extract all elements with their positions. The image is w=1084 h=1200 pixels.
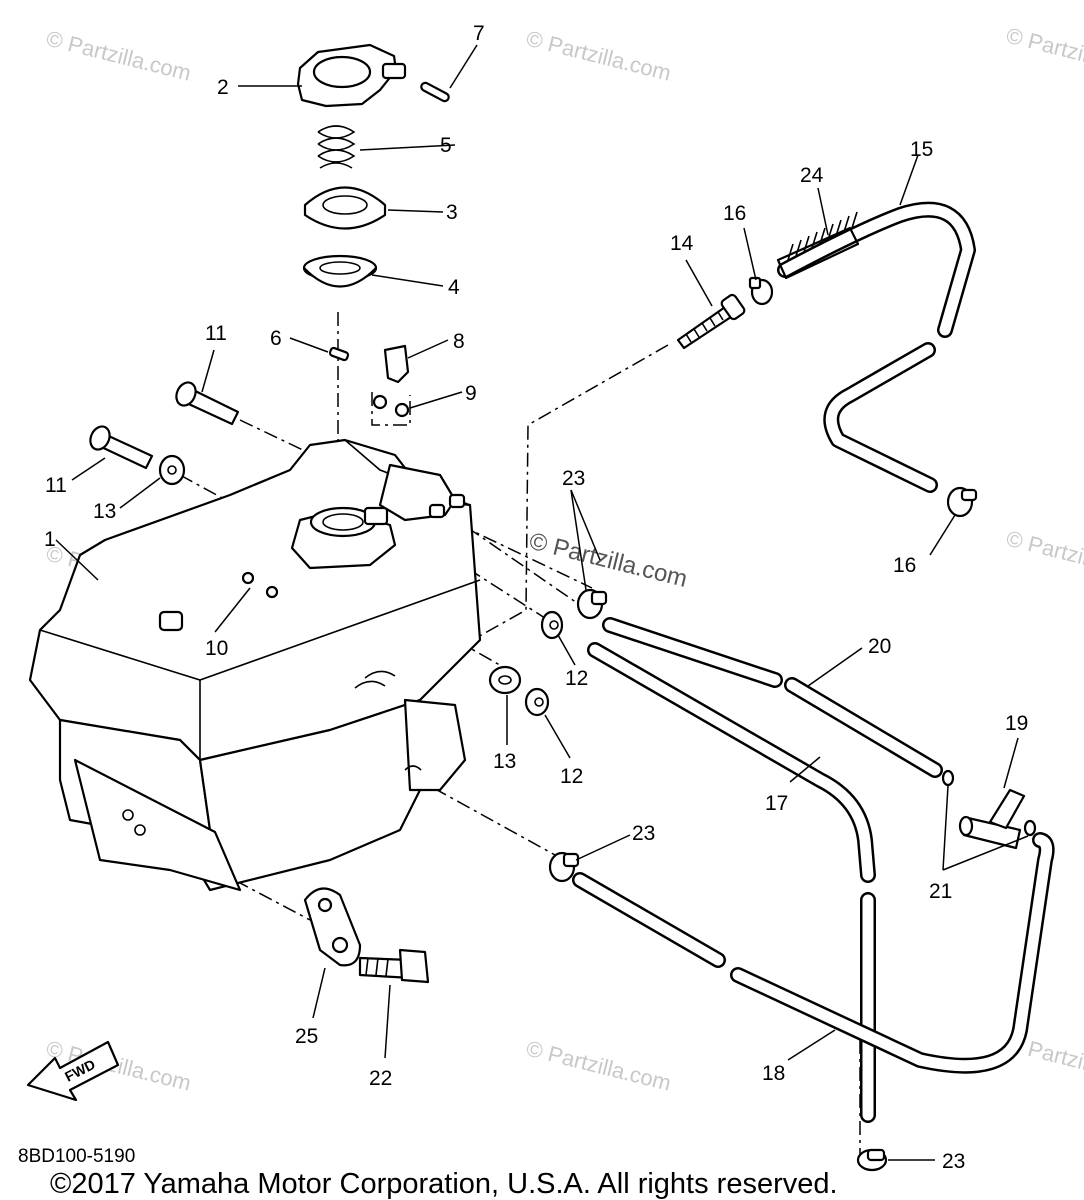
- bracket: [383, 344, 410, 384]
- mount-bracket: [303, 887, 430, 984]
- callout-5: 5: [440, 134, 452, 157]
- bolt-14: [676, 293, 746, 350]
- grommet-13-upper: [158, 454, 186, 486]
- callout-23-upper: 23: [562, 467, 585, 490]
- callout-3: 3: [446, 201, 458, 224]
- watermark: © Partzilla.com: [1004, 526, 1084, 586]
- callout-8: 8: [453, 330, 465, 353]
- spring: [317, 125, 356, 169]
- callout-9: 9: [465, 382, 477, 405]
- callout-23-lower: 23: [942, 1150, 965, 1173]
- callout-19: 19: [1005, 712, 1028, 735]
- callout-20: 20: [868, 635, 891, 658]
- callout-13-lower: 13: [493, 750, 516, 773]
- callout-24: 24: [800, 164, 824, 187]
- copyright-notice: ©2017 Yamaha Motor Corporation, U.S.A. A…: [50, 1168, 838, 1200]
- callout-25: 25: [295, 1025, 318, 1048]
- hose-24-spring: [787, 211, 858, 261]
- small-pin: [328, 346, 350, 362]
- callout-17: 17: [765, 792, 788, 815]
- callout-22: 22: [369, 1067, 392, 1090]
- hose-end-clamps: [748, 276, 978, 518]
- leader-lines: [55, 44, 1029, 1161]
- bracket-parts: [372, 344, 410, 418]
- grommets: [488, 610, 564, 717]
- t-joint: [941, 769, 1037, 850]
- callout-16-lower: 16: [893, 554, 916, 577]
- bolts: [89, 381, 240, 486]
- callout-14: 14: [670, 232, 694, 255]
- hoses: [572, 201, 1055, 1123]
- oil-tank: [28, 438, 482, 892]
- watermark: © Partzilla.com: [524, 1036, 674, 1096]
- callout-2: 2: [217, 76, 229, 99]
- callout-12-lower: 12: [560, 765, 583, 788]
- hose-18: [730, 832, 1055, 1074]
- callout-4: 4: [448, 276, 460, 299]
- callouts: 2 7 5 3 4 6 8 9 11 11 13 1 10 12 13 12 1…: [44, 22, 1028, 1173]
- callout-21: 21: [929, 880, 952, 903]
- callout-12-upper: 12: [565, 667, 588, 690]
- tank-fitting: [158, 610, 184, 632]
- diagram-code: 8BD100-5190: [18, 1146, 135, 1167]
- callout-7: 7: [473, 22, 485, 45]
- watermark: © Partzilla.com: [44, 26, 194, 86]
- filler-cap-assembly: [296, 43, 450, 362]
- callout-16-upper: 16: [723, 202, 746, 225]
- callout-18: 18: [762, 1062, 785, 1085]
- watermark-center: © Partzilla.com: [527, 528, 690, 593]
- callout-6: 6: [270, 327, 282, 350]
- cap-seat: [303, 186, 387, 230]
- hose-clamps: [548, 588, 888, 1172]
- pin: [420, 81, 450, 103]
- callout-11-upper: 11: [205, 322, 227, 345]
- bracket-25: [303, 887, 362, 967]
- callout-13-upper: 13: [93, 500, 116, 523]
- watermark: © Partzilla.com: [1004, 23, 1084, 83]
- watermark: © Partzilla.com: [524, 26, 674, 86]
- callout-23-middle: 23: [632, 822, 655, 845]
- callout-1: 1: [44, 528, 56, 551]
- callout-11-lower: 11: [45, 474, 67, 497]
- callout-15: 15: [910, 138, 933, 161]
- callout-10: 10: [205, 637, 228, 660]
